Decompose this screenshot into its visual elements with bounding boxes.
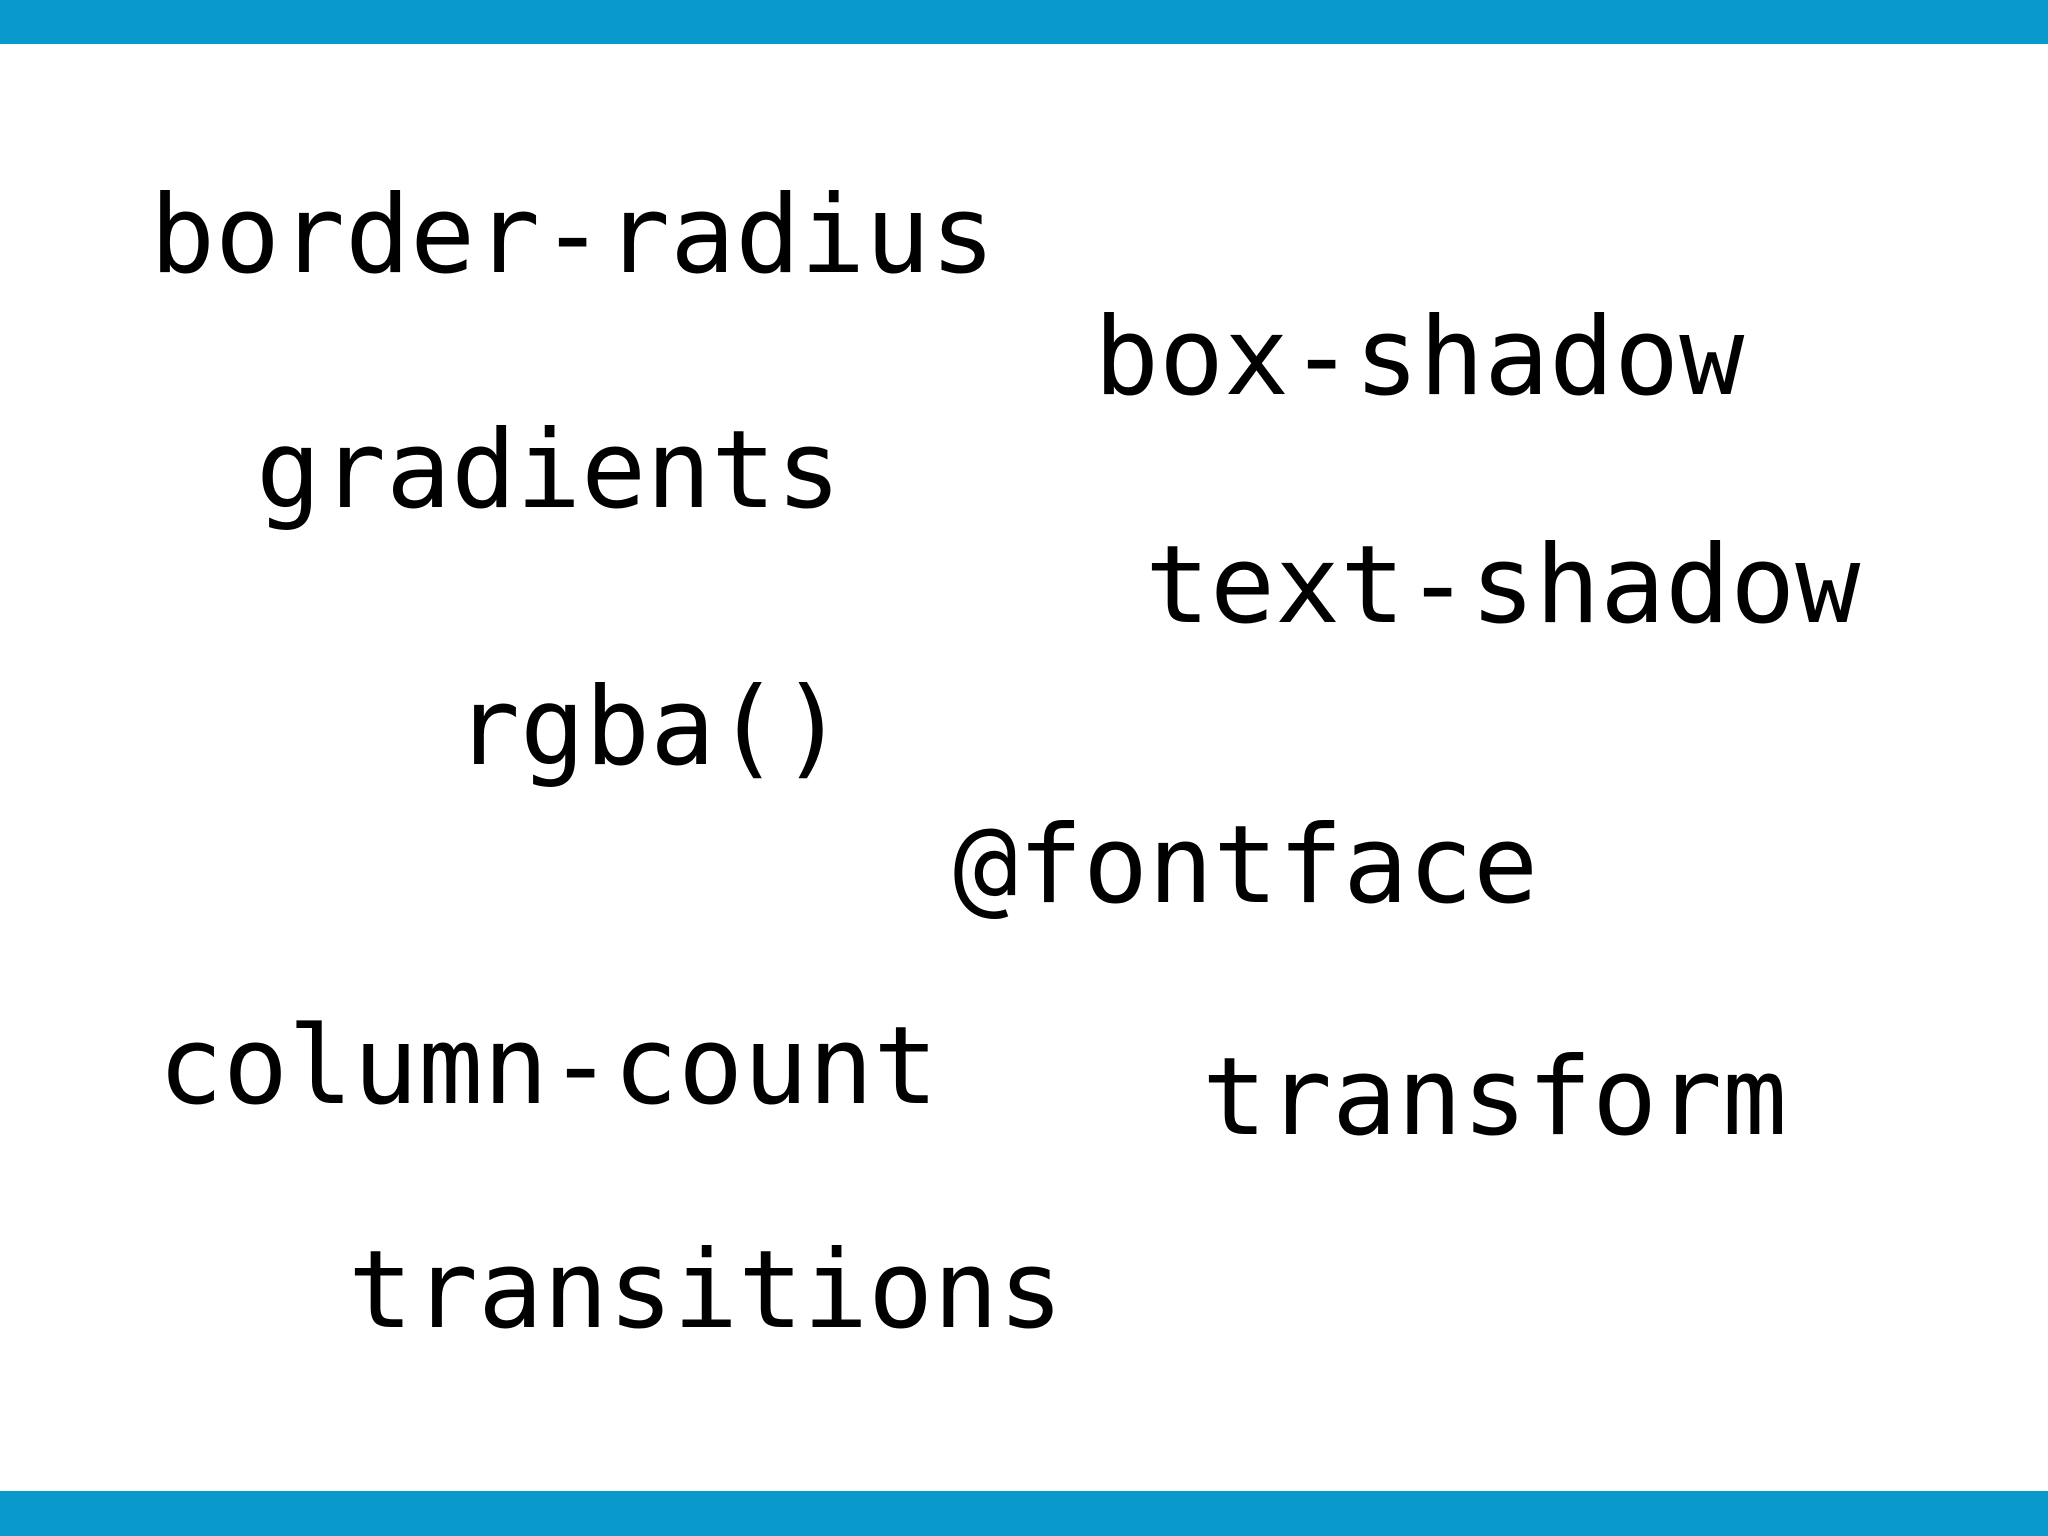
bottom-accent-bar [0, 1491, 2048, 1536]
keyword-text-shadow: text-shadow [1145, 523, 1861, 648]
keyword-gradients: gradients [256, 408, 842, 533]
keyword-transitions: transitions [348, 1228, 1064, 1353]
keyword-rgba: rgba() [455, 665, 846, 790]
keyword-box-shadow: box-shadow [1094, 295, 1745, 420]
keyword-fontface: @fontface [953, 803, 1539, 928]
keyword-border-radius: border-radius [150, 173, 996, 298]
keyword-column-count: column-count [158, 1004, 939, 1129]
keyword-transform: transform [1202, 1035, 1788, 1160]
top-accent-bar [0, 0, 2048, 44]
